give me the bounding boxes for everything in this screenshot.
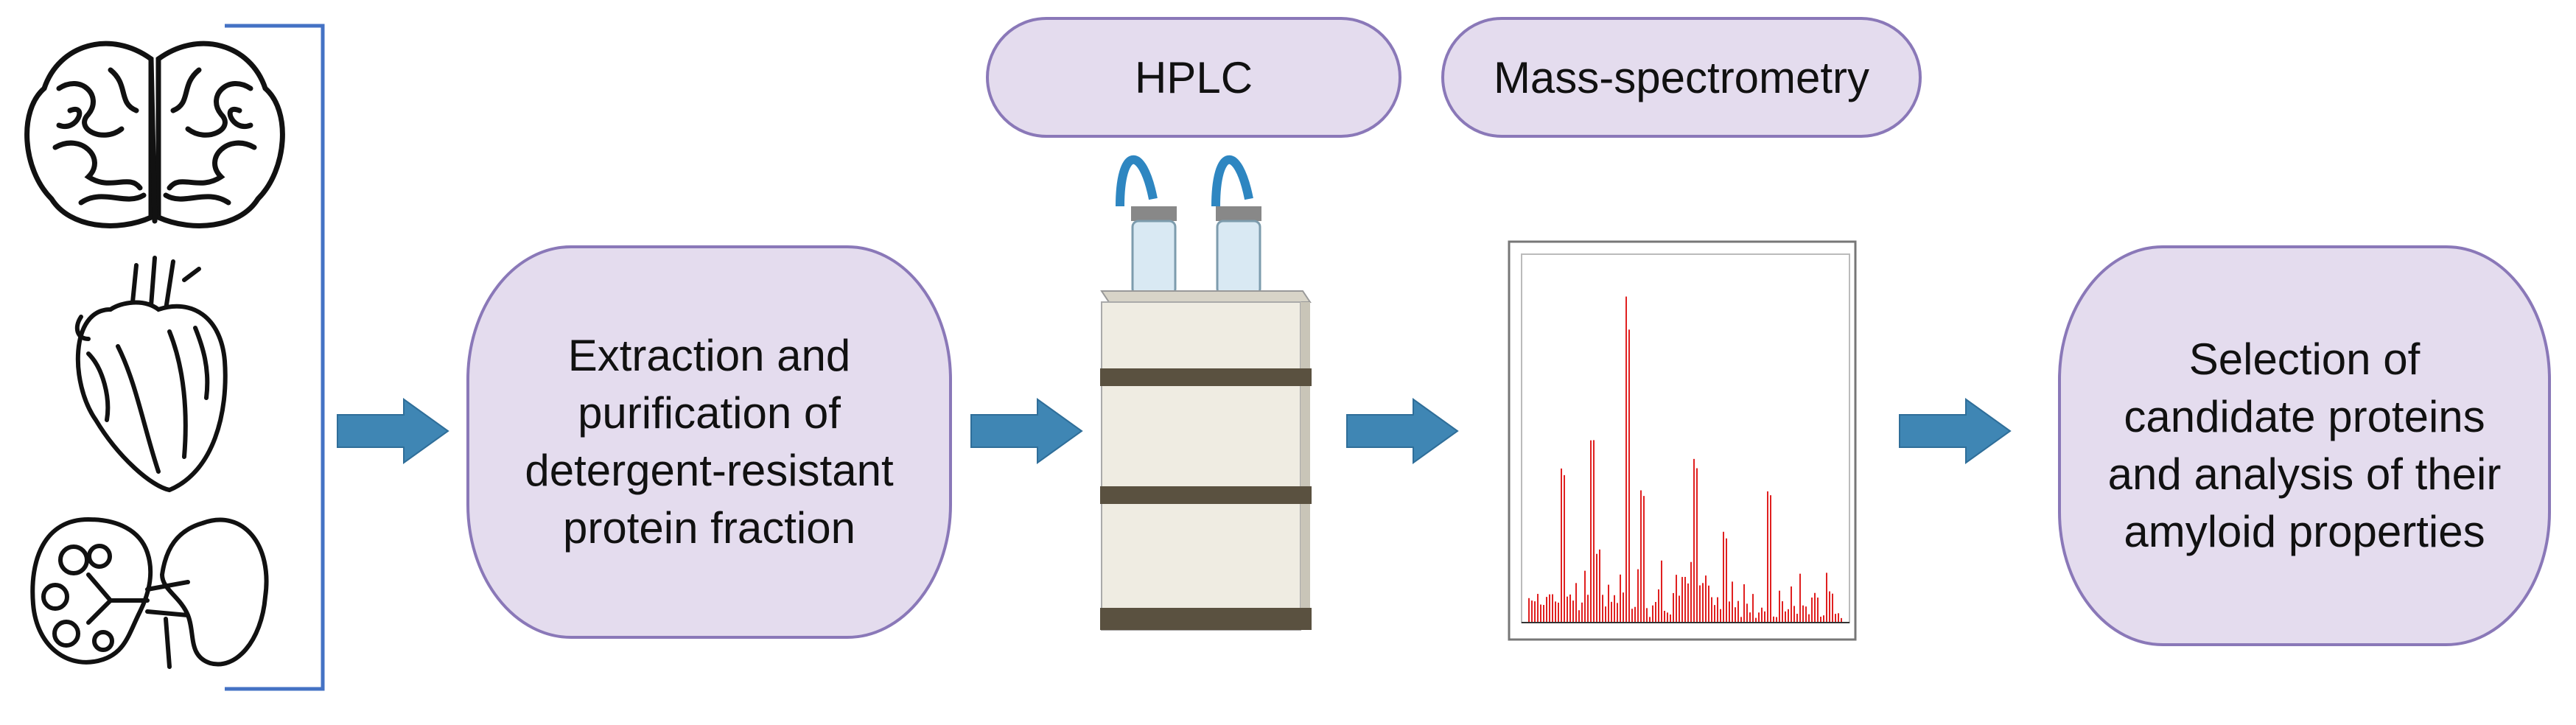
hplc-label: HPLC	[1134, 52, 1253, 102]
mass-spectrum-plot	[1508, 240, 1857, 641]
arrow-right-icon	[337, 398, 449, 464]
arrow-right-icon	[1346, 398, 1459, 464]
extraction-label: Extraction and purification of detergent…	[525, 331, 894, 553]
arrow-right-icon	[970, 398, 1083, 464]
arrow-right-icon	[1899, 398, 2012, 464]
selection-label: Selection of candidate proteins and anal…	[2107, 335, 2502, 556]
mass-spec-pill	[1441, 17, 1922, 138]
kidney-icon	[30, 516, 269, 669]
mass-spec-label: Mass-spectrometry	[1493, 52, 1870, 102]
extraction-box	[466, 245, 952, 639]
heart-icon	[74, 256, 228, 493]
hplc-apparatus-icon	[1100, 155, 1312, 631]
organ-bracket	[225, 24, 325, 691]
selection-box	[2058, 245, 2551, 646]
brain-icon	[24, 41, 285, 228]
hplc-pill	[986, 17, 1401, 138]
